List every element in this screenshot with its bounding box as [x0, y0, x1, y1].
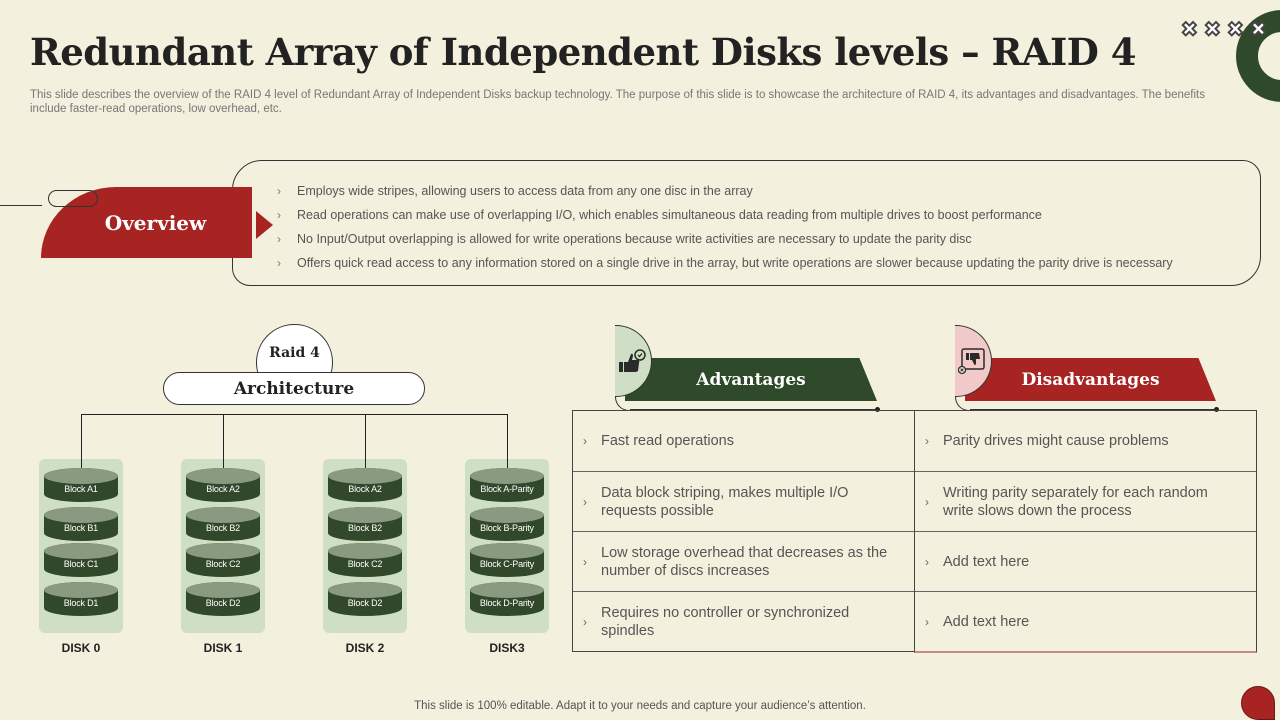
disk-block: Block C2 [328, 543, 402, 577]
disk-1: Block A2 Block B2 Block C2 Block D2 [181, 459, 265, 633]
disk-block: Block A1 [44, 468, 118, 502]
disk-label: DISK 2 [345, 641, 385, 655]
tree-connector [223, 414, 224, 472]
architecture-title: Architecture [163, 372, 425, 405]
disadvantages-banner: Disadvantages [965, 358, 1216, 401]
thumbs-up-icon [619, 349, 646, 372]
table-row: › Add text here [915, 532, 1256, 592]
overview-item: › Employs wide stripes, allowing users t… [277, 184, 753, 198]
table-row: › Fast read operations [573, 411, 914, 472]
disk-block: Block A2 [328, 468, 402, 502]
overview-arrow-icon [256, 211, 273, 239]
disk-block: Block B1 [44, 507, 118, 541]
disk-block: Block C1 [44, 543, 118, 577]
tree-connector [507, 414, 508, 472]
x-mark-icon: ✖ [1203, 19, 1221, 41]
x-mark-icon: ✖ [1180, 19, 1198, 41]
table-row: › Writing parity separately for each ran… [915, 472, 1256, 532]
disk-block: Block D-Parity [470, 582, 544, 616]
disadvantages-underline-dot [1214, 407, 1219, 412]
overview-connector-line [0, 205, 42, 206]
disk-block: Block C2 [186, 543, 260, 577]
table-row: › Parity drives might cause problems [915, 411, 1256, 472]
overview-pill-decoration [48, 190, 98, 207]
disk-block: Block B2 [186, 507, 260, 541]
disk-3: Block A-Parity Block B-Parity Block C-Pa… [465, 459, 549, 633]
tree-connector [81, 414, 82, 472]
chevron-right-icon: › [277, 184, 281, 198]
table-row: › Requires no controller or synchronized… [583, 604, 850, 639]
chevron-right-icon: › [277, 256, 281, 270]
disk-label: DISK 1 [203, 641, 243, 655]
overview-item: › No Input/Output overlapping is allowed… [277, 232, 972, 246]
disk-0: Block A1 Block B1 Block C1 Block D1 [39, 459, 123, 633]
chevron-right-icon: › [583, 614, 587, 629]
thumbs-down-icon [958, 348, 985, 375]
disadvantages-table: › Parity drives might cause problems › W… [914, 410, 1257, 653]
disk-block: Block C-Parity [470, 543, 544, 577]
disk-block: Block A2 [186, 468, 260, 502]
advantages-table: › Fast read operations › Data block stri… [572, 410, 915, 652]
disk-2: Block A2 Block B2 Block C2 Block D2 [323, 459, 407, 633]
table-row: › Add text here [925, 613, 1030, 630]
advantages-banner: Advantages [625, 358, 877, 401]
page-subtitle: This slide describes the overview of the… [30, 89, 1205, 115]
x-mark-icon: ✖ [1226, 19, 1244, 41]
disk-label: DISK3 [489, 641, 525, 655]
overview-label: Overview [104, 210, 207, 235]
chevron-right-icon: › [583, 494, 587, 509]
footer-note: This slide is 100% editable. Adapt it to… [414, 700, 866, 712]
decorative-drop-icon [1241, 686, 1275, 720]
disk-block: Block D2 [186, 582, 260, 616]
chevron-right-icon: › [583, 554, 587, 569]
disk-block: Block D1 [44, 582, 118, 616]
table-row: › Low storage overhead that decreases as… [573, 532, 914, 592]
tree-connector [365, 414, 366, 472]
advantages-underline [630, 409, 878, 410]
disk-label: DISK 0 [61, 641, 101, 655]
overview-item: › Read operations can make use of overla… [277, 208, 1042, 222]
disadvantages-underline [970, 409, 1218, 410]
decorative-ring [1236, 10, 1280, 102]
chevron-right-icon: › [925, 554, 929, 569]
tree-connector [81, 414, 508, 415]
disk-block: Block B2 [328, 507, 402, 541]
disk-block: Block D2 [328, 582, 402, 616]
chevron-right-icon: › [277, 232, 281, 246]
page-title: Redundant Array of Independent Disks lev… [30, 30, 1137, 74]
chevron-right-icon: › [925, 434, 929, 448]
advantages-underline-dot [875, 407, 880, 412]
table-row: › Data block striping, makes multiple I/… [573, 472, 914, 532]
disk-block: Block A-Parity [470, 468, 544, 502]
overview-box: › Employs wide stripes, allowing users t… [232, 160, 1261, 286]
chevron-right-icon: › [925, 494, 929, 509]
disk-block: Block B-Parity [470, 507, 544, 541]
chevron-right-icon: › [583, 434, 587, 448]
chevron-right-icon: › [277, 208, 281, 222]
overview-item: › Offers quick read access to any inform… [277, 256, 1173, 270]
overview-tab: Overview [41, 187, 252, 258]
x-mark-icon: ✖ [1249, 19, 1267, 41]
chevron-right-icon: › [925, 614, 929, 629]
